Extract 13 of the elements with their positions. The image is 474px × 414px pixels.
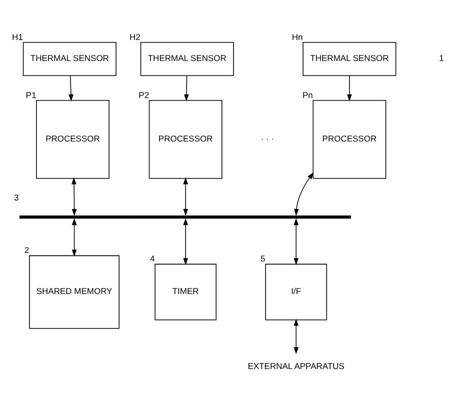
node-label: H2 xyxy=(130,32,140,42)
node-text: EXTERNAL APPARATUS xyxy=(248,361,344,372)
label: 1 xyxy=(439,53,444,64)
node-label: 4 xyxy=(150,254,155,264)
node-label: 2 xyxy=(24,245,30,256)
node-label: Hn xyxy=(292,32,303,42)
node-label: P2 xyxy=(138,90,150,100)
node-label: H1 xyxy=(12,32,23,42)
node-label: 3 xyxy=(14,192,19,203)
node-label: 5 xyxy=(260,254,266,264)
label: · · · xyxy=(260,134,274,144)
node-label: P1 xyxy=(26,90,36,100)
node-label: Pn xyxy=(302,90,313,100)
